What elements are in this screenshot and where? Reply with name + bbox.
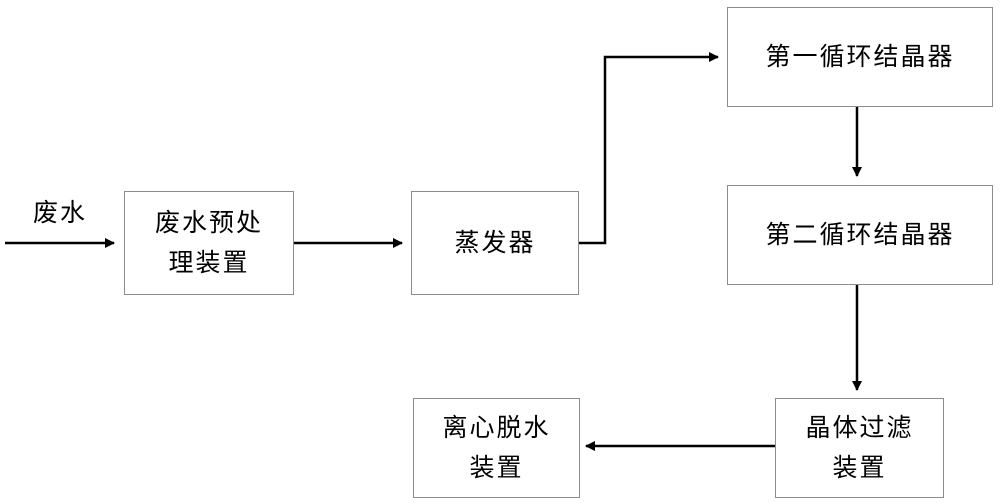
node-pretreatment-label: 废水预处 理装置	[154, 208, 263, 277]
node-pretreatment-device: 废水预处 理装置	[124, 191, 294, 295]
node-crystallizer1-label: 第一循环结晶器	[765, 42, 955, 71]
node-centrifugal-dewatering-device: 离心脱水 装置	[413, 398, 580, 498]
node-filter-label: 晶体过滤 装置	[805, 413, 914, 482]
input-label-wastewater: 废水	[33, 198, 88, 227]
node-evaporator-label: 蒸发器	[454, 228, 536, 257]
node-crystallizer2-label: 第二循环结晶器	[765, 220, 955, 249]
node-evaporator: 蒸发器	[411, 191, 579, 295]
node-second-circulation-crystallizer: 第二循环结晶器	[727, 185, 993, 285]
node-crystal-filter-device: 晶体过滤 装置	[775, 398, 944, 498]
node-first-circulation-crystallizer: 第一循环结晶器	[727, 7, 993, 107]
node-centrifuge-label: 离心脱水 装置	[442, 413, 551, 482]
arrow-evaporator-to-crystallizer1	[579, 52, 719, 245]
